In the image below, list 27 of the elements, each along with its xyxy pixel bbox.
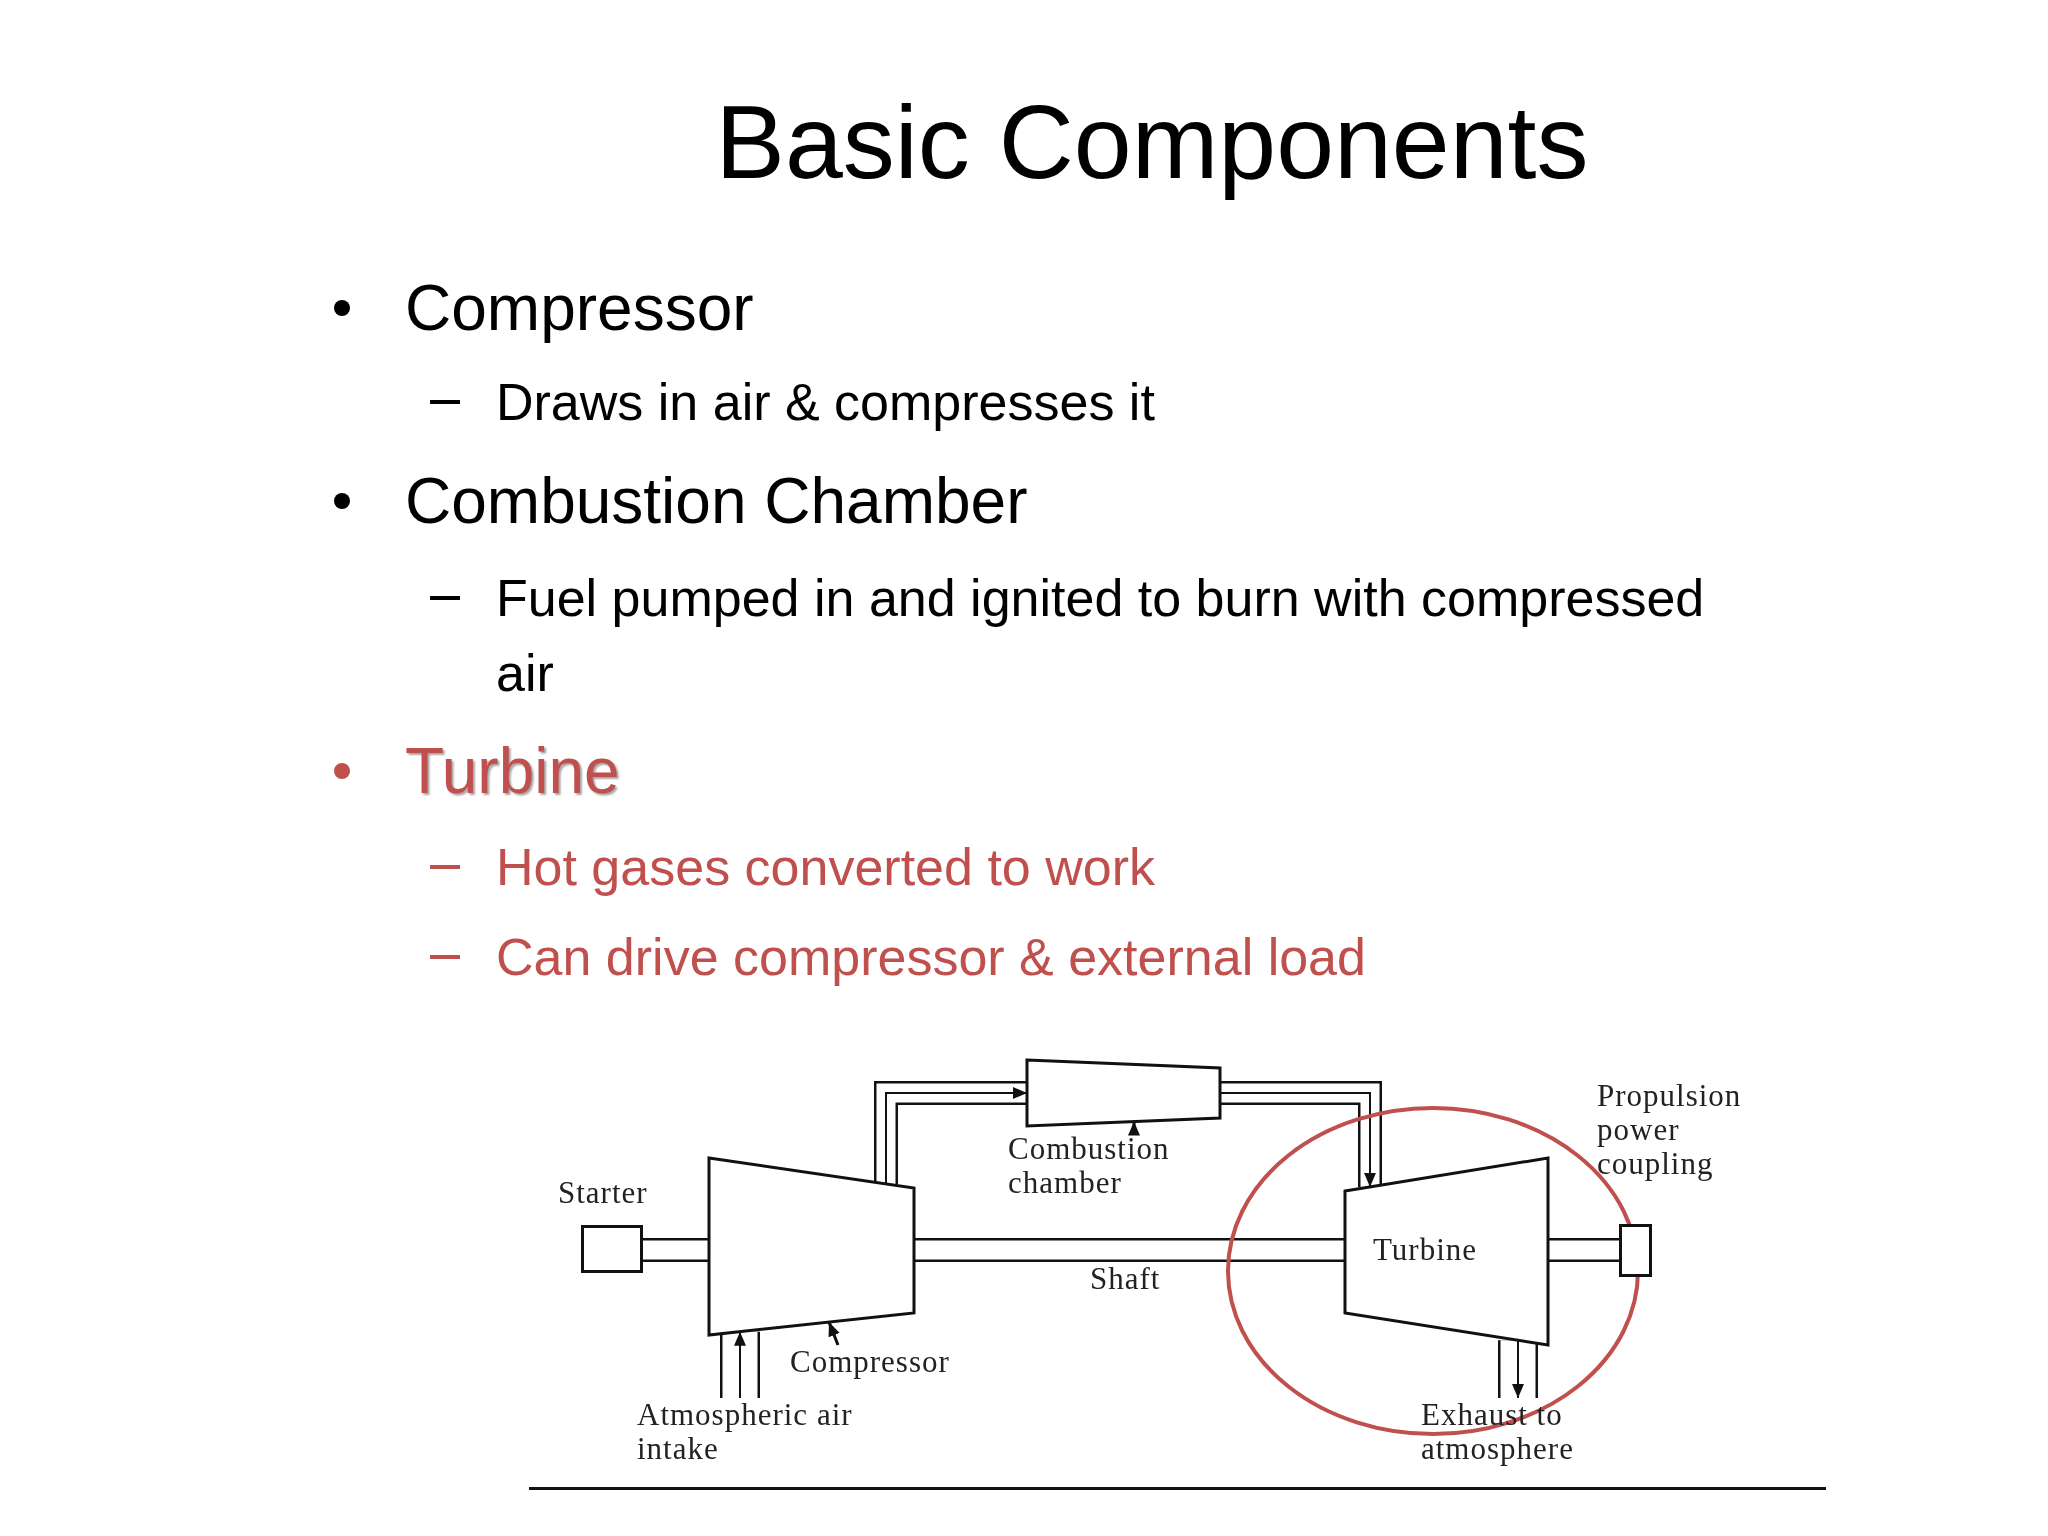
part-label: Propulsion power coupling xyxy=(1597,1079,1743,1181)
leader-line xyxy=(827,1321,840,1346)
part-label: Starter xyxy=(558,1176,649,1210)
pipe-connector xyxy=(914,1238,1345,1262)
bullet-heading: Compressor xyxy=(405,271,755,346)
bullet-text: Hot gases converted to work xyxy=(496,836,1156,898)
pipe-connector xyxy=(1548,1238,1619,1262)
combustion-chamber-shape xyxy=(1027,1060,1220,1126)
bullet-heading: Turbine xyxy=(405,734,621,809)
pipe-connector xyxy=(720,1330,760,1399)
leader-line xyxy=(1128,1121,1140,1136)
part-label-text: Combustion chamber xyxy=(1008,1132,1171,1200)
pipe-connector xyxy=(874,1081,1028,1185)
pipe-connector xyxy=(643,1238,709,1262)
edge-label: Exhaust to atmosphere xyxy=(1421,1398,1575,1466)
part-label: Turbine xyxy=(1373,1233,1479,1267)
bullet-text: Draws in air & compresses it xyxy=(496,371,1156,433)
pipe-connector xyxy=(1498,1339,1538,1399)
bullet-text: Can drive compressor & external load xyxy=(496,926,1367,988)
compressor-shape xyxy=(709,1158,914,1335)
slide-title: Basic Components xyxy=(714,83,1590,202)
edge-label: Shaft xyxy=(1090,1262,1162,1296)
bullet-text: Fuel pumped in and ignited to burn with compressed air xyxy=(496,567,1706,704)
bullet-heading: Combustion Chamber xyxy=(405,464,1029,539)
part-label-text: Compressor xyxy=(790,1345,951,1379)
turbine-shape xyxy=(1345,1158,1548,1345)
edge-label: Atmospheric air intake xyxy=(637,1398,854,1466)
